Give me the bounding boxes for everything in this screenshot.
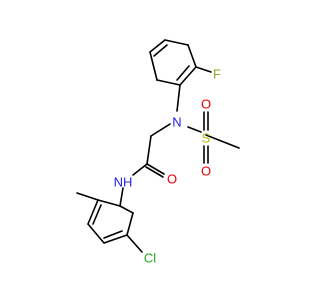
acetamide-linker xyxy=(119,123,171,207)
amide-nitrogen-label: NH xyxy=(114,175,133,190)
fluorine-label: F xyxy=(213,67,221,82)
structure-diagram: F N S O O O NH Cl xyxy=(76,39,240,266)
sulfonamide-nitrogen-label: N xyxy=(172,115,181,130)
molecule-drawing: F N S O O O NH Cl xyxy=(76,39,240,266)
fluorophenyl-ring xyxy=(149,39,197,86)
ring-chlorine-bond xyxy=(126,234,143,253)
chlorine-label: Cl xyxy=(144,251,156,266)
sulfonyl-oxygen-top-label: O xyxy=(201,97,211,112)
sulfonyl-oxygen-bottom-label: O xyxy=(201,164,211,179)
ring-nitrogen-bond xyxy=(176,84,181,112)
carbonyl-oxygen-label: O xyxy=(167,172,177,187)
sulfonyl-group xyxy=(187,111,240,164)
ring-fluorine-bond xyxy=(195,66,212,73)
methyl-bond xyxy=(76,192,99,201)
sulfur-label: S xyxy=(202,131,211,146)
chloromethylphenyl-ring xyxy=(87,199,134,244)
